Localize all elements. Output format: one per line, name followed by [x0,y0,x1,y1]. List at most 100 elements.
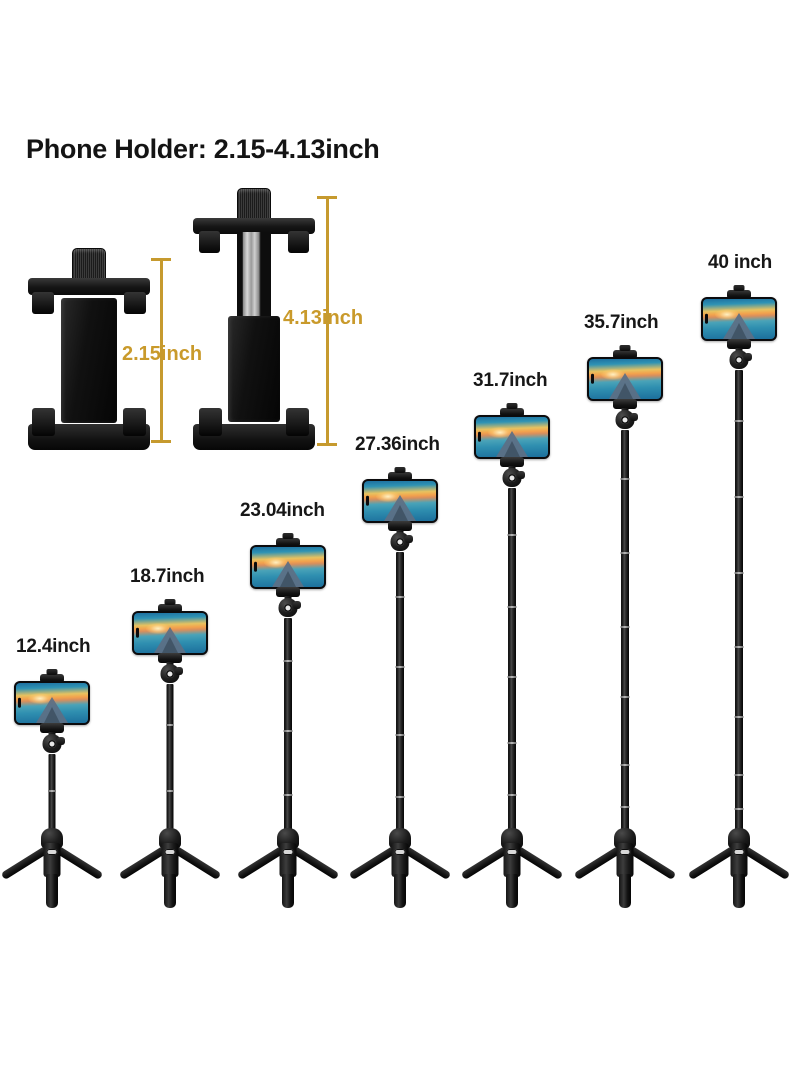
size-label-tripod-5: 31.7inch [473,370,548,391]
holder-foot-right [123,408,146,436]
screen-mountain-inner [504,441,520,457]
tripod-base-icon [0,828,117,912]
pole-joint [620,764,630,766]
ball-head-ring [735,356,743,364]
screen-mountain-inner [162,637,178,653]
clamp-grip-bottom [158,653,182,663]
clamp-nub [46,669,58,675]
clamp-grip-bottom [727,339,751,349]
phone-notch [254,561,257,573]
phone-landscape-icon [14,681,90,725]
tripod-center-leg [506,874,518,908]
pole-joint [283,730,293,732]
tripod-center-leg [164,874,176,908]
screen-mountain-inner [44,707,60,723]
tripod-center-leg [619,874,631,908]
phone-notch [705,313,708,325]
clamp-grip-top [276,533,300,547]
pole-joint [395,666,405,668]
ball-head-icon [39,732,65,756]
screen-mountain-inner [617,383,633,399]
pole-joint [166,790,174,792]
tripod-base-icon [105,828,235,912]
tripod-center-leg [733,874,745,908]
clamp-grip-bottom [500,457,524,467]
phone-landscape-icon [250,545,326,589]
dimension-cap-bottom [151,440,171,443]
ridged-knob-icon [72,248,106,281]
phone-screen [364,481,436,521]
ball-head-icon [275,596,301,620]
clamp-grip-top [613,345,637,359]
clamp-grip-top [40,669,64,683]
holder-jaw-top-right [288,231,309,253]
pole-joint [734,496,744,498]
holder-back-plate [61,298,117,423]
dimension-label-413: 4.13inch [283,307,364,329]
pole-joint [283,794,293,796]
clamp-nub [506,403,518,409]
clamp-grip-top [500,403,524,417]
size-label-tripod-4: 27.36inch [355,434,440,455]
telescoping-pole [508,488,516,835]
tripod-base-icon [447,828,577,912]
screen-mountain-inner [731,323,747,339]
phone-screen [476,417,548,457]
pole-joint [734,646,744,648]
tripod-4 [348,466,452,908]
holder-extension-rail [237,232,271,332]
tripod-base-icon [560,828,690,912]
clamp-nub [733,285,745,291]
tripod-1 [0,668,104,908]
phone-notch [18,697,21,709]
tripod-base-icon [674,828,800,912]
pole-joint [620,626,630,628]
phone-screen [16,683,88,723]
size-label-tripod-1: 12.4inch [16,636,91,657]
ball-head-icon [157,662,183,686]
holder-jaw-top-right [124,292,146,314]
pole-joint [734,716,744,718]
holder-jaw-top-left [199,231,220,253]
ball-head-icon [612,408,638,432]
phone-screen [589,359,661,399]
phone-screen [252,547,324,587]
pole-joint [507,534,517,536]
tripod-base-icon [335,828,465,912]
pole-joint [395,734,405,736]
pole-joint [395,596,405,598]
ball-head-ring [621,416,629,424]
dimension-line-413 [316,196,338,446]
tripod-logo-badge [282,849,294,855]
ball-head-ring [166,670,174,678]
pole-joint [507,676,517,678]
holder-back-plate [228,316,280,422]
phone-notch [591,373,594,385]
telescoping-pole [284,618,292,835]
ball-head-lever [293,601,301,609]
telescoping-pole [166,684,174,835]
clamp-grip-top [158,599,182,613]
ball-head-ring [396,538,404,546]
pole-joint [507,742,517,744]
dimension-bar [159,258,163,443]
ball-head-lever [57,737,65,745]
clamp-grip-bottom [613,399,637,409]
size-label-tripod-6: 35.7inch [584,312,659,333]
phone-landscape-icon [587,357,663,401]
telescoping-pole [621,430,629,835]
phone-screen [703,299,775,339]
tripod-center-leg [394,874,406,908]
ball-head-lever [517,471,525,479]
dimension-cap-bottom [317,443,337,446]
clamp-nub [619,345,631,351]
tripod-6 [573,344,677,908]
holder-foot-left [199,408,222,436]
phone-screen [134,613,206,653]
tripod-5 [460,402,564,908]
pole-joint [734,774,744,776]
phone-notch [366,495,369,507]
phone-holder-extended [193,188,315,453]
tripod-logo-badge [619,849,631,855]
